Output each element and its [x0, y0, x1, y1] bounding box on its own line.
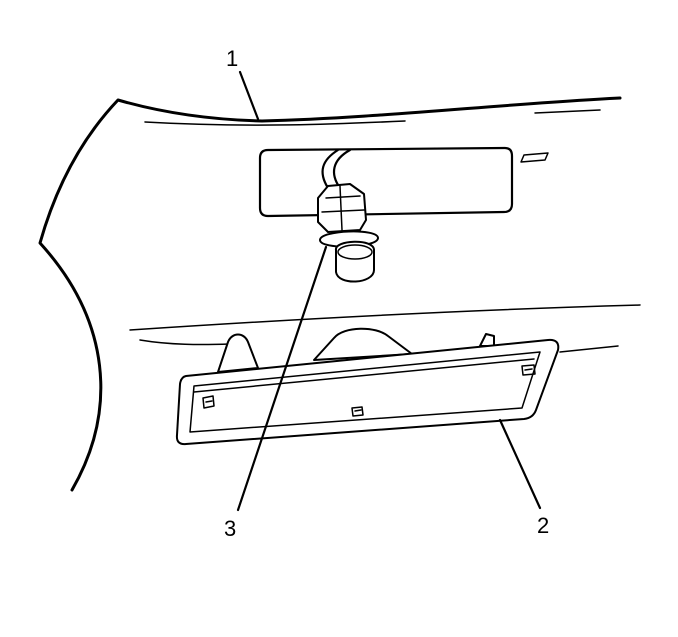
lens-screw-center — [351, 406, 364, 417]
lens-screw-left — [202, 395, 215, 409]
leader-lines — [236, 70, 542, 512]
callout-3: 3 — [224, 516, 236, 541]
rear-panel — [38, 96, 641, 492]
panel-lower-step — [139, 339, 231, 346]
mounting-bracket-left — [217, 333, 259, 373]
mounting-bracket-center — [313, 327, 413, 361]
lamp-inner-lens — [189, 351, 541, 433]
panel-lower-crease — [129, 304, 641, 331]
leader-line-1 — [238, 70, 260, 121]
panel-top-crease-right — [534, 109, 601, 114]
panel-top-crease — [144, 120, 406, 126]
mounting-tab-right — [479, 333, 495, 347]
leader-line-3 — [236, 245, 328, 512]
lens-screw-right — [521, 364, 536, 376]
panel-right-edge — [559, 345, 619, 353]
bulb-glass — [335, 240, 375, 283]
panel-outer-edge — [38, 96, 622, 492]
small-tab-slot — [520, 152, 549, 163]
bulb-socket-assembly — [317, 183, 379, 283]
leader-line-2 — [498, 418, 542, 510]
callout-2: 2 — [537, 513, 549, 538]
window-recess — [258, 146, 514, 218]
license-lamp-housing — [175, 327, 560, 446]
wiring-harness — [321, 148, 352, 190]
callout-1: 1 — [226, 46, 238, 71]
